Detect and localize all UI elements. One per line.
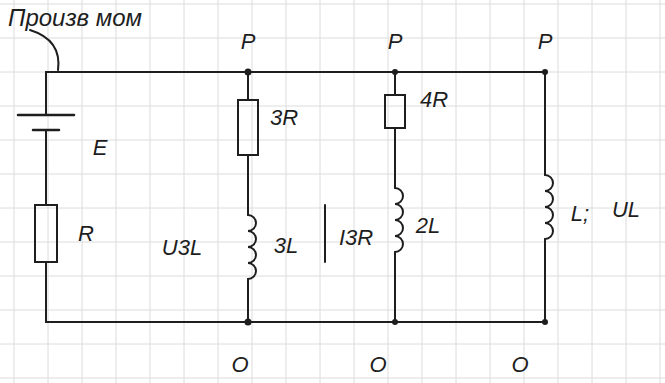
inductor-symbol [545,175,553,239]
component-label: 3R [270,107,298,129]
junction-dot [542,319,548,325]
inductor-symbol [248,215,256,279]
grid-rows [0,4,665,378]
junction-dot [245,69,252,76]
node-potential: P [538,31,553,53]
junction-dot [392,319,398,325]
wire [394,72,396,95]
junction-dot [392,69,398,75]
inductor-symbol [395,188,403,252]
wire [45,130,47,205]
junction-dot [542,69,548,75]
component-label: 2L [416,215,440,237]
resistor-symbol [35,205,57,262]
junction-dot [245,319,252,326]
component-label: 4R [420,89,448,111]
component-label: R [78,223,94,245]
node-potential: O [369,354,386,376]
component-label: 3L [274,235,298,257]
wire [247,72,249,100]
node-potential: P [241,31,256,53]
wire [394,252,396,322]
resistor-symbol [385,95,405,128]
bottom-wire [46,321,545,323]
voltage-label: UL [612,199,640,221]
resistor-symbol [238,100,258,155]
wire [45,72,47,115]
component-label: L; [571,203,589,225]
junction-dots [245,69,549,326]
wire [247,279,249,322]
wire [394,128,396,188]
node-potential: O [511,354,528,376]
top-wire [46,71,545,73]
title-note: Произв мом [8,6,142,30]
title-stroke [30,30,58,70]
voltage-label: U3L [162,237,202,259]
grid-columns [14,0,660,383]
source-label: E [93,137,108,159]
circuit-wires [18,30,553,322]
node-potential: P [388,31,403,53]
wire [544,239,546,322]
node-potential: O [231,354,248,376]
current-label: I3R [339,227,373,249]
wire [45,262,47,322]
battery-long-plate [18,114,74,117]
current-mark [324,205,326,262]
wire [247,155,249,215]
wire [544,72,546,175]
